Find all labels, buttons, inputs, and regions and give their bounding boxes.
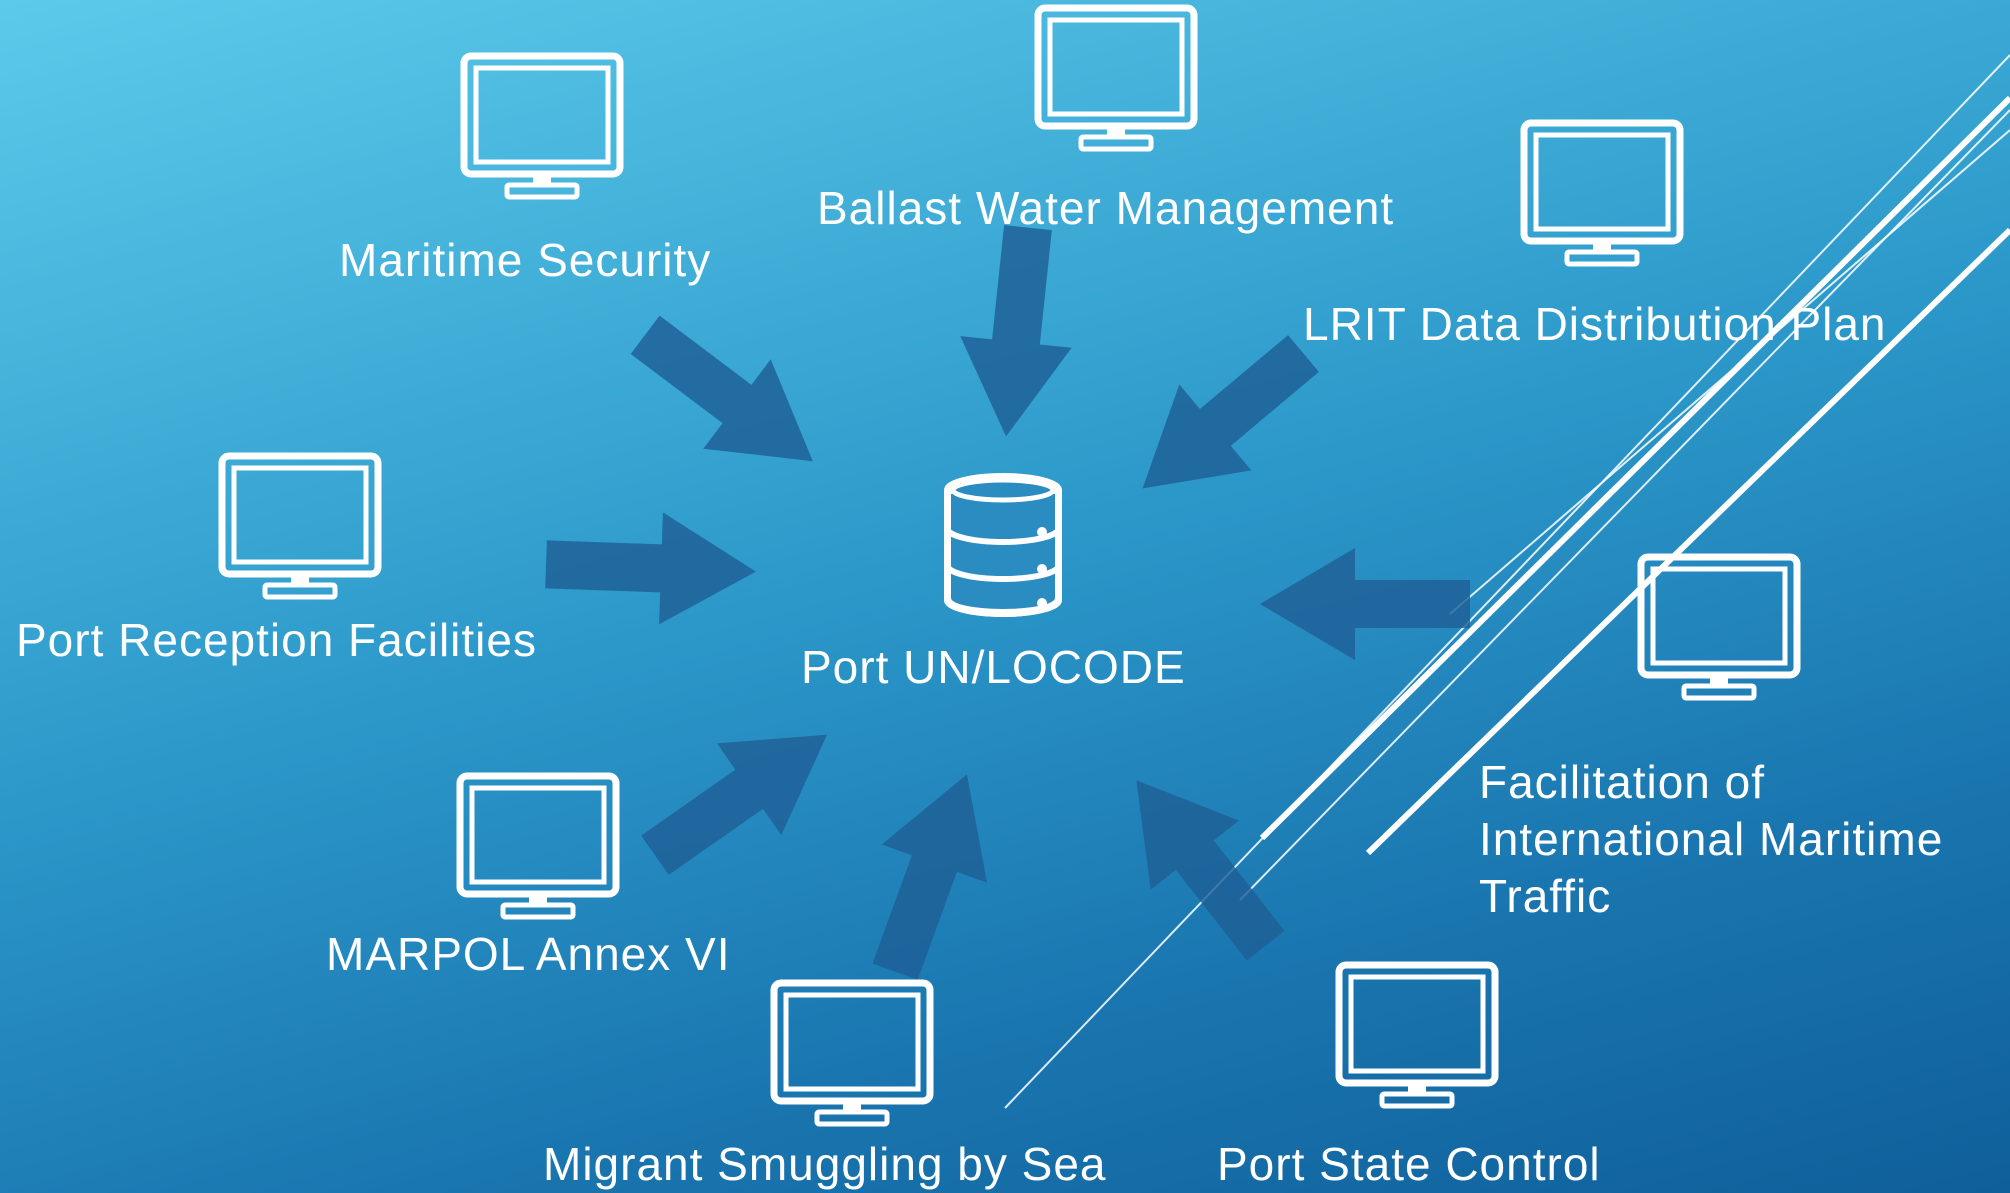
monitor-icon <box>1339 965 1495 1106</box>
center-label: Port UN/LOCODE <box>801 641 1186 693</box>
node-label-marpol-annex-vi: MARPOL Annex VI <box>326 928 731 980</box>
monitor-icon <box>460 776 616 917</box>
arrow-maritime-security <box>611 290 847 506</box>
node-label-port-reception-facilities: Port Reception Facilities <box>16 614 537 666</box>
node-label-maritime-security: Maritime Security <box>339 234 712 286</box>
decorative-diagonal-lines <box>1004 54 2010 1109</box>
database-icon <box>944 473 1062 617</box>
node-label-lrit-data-distribution-plan: LRIT Data Distribution Plan <box>1303 298 1887 350</box>
arrow-facilitation <box>1260 548 1470 660</box>
monitor-icon <box>1038 8 1194 149</box>
monitor-icon <box>222 456 378 597</box>
node-label-migrant-smuggling: Migrant Smuggling by Sea <box>543 1138 1107 1190</box>
node-label-port-state-control: Port State Control <box>1217 1138 1601 1190</box>
arrow-port-reception <box>544 508 758 628</box>
arrow-marpol <box>622 688 860 902</box>
arrow-ballast-water <box>950 221 1084 443</box>
monitor-icon <box>464 56 620 197</box>
node-label-ballast-water-management: Ballast Water Management <box>817 182 1395 234</box>
monitor-icon <box>1641 557 1797 698</box>
node-label-facilitation: Facilitation of International Maritime T… <box>1479 756 1944 922</box>
arrow-migrant <box>842 755 1020 991</box>
monitor-icon <box>1524 123 1680 264</box>
monitor-icon <box>774 983 930 1124</box>
